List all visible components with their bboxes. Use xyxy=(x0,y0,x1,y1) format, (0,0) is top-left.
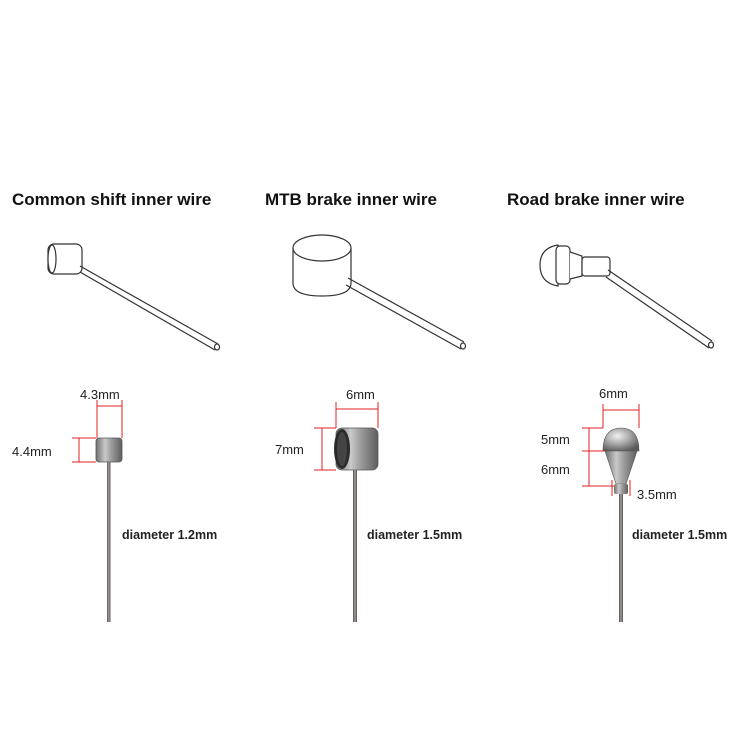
shift-dimension-lines xyxy=(72,400,123,463)
shift-wire-photo xyxy=(95,437,123,622)
road-wire-photo xyxy=(602,427,640,622)
title-shift-wire: Common shift inner wire xyxy=(12,190,212,209)
road-width-label: 6mm xyxy=(599,386,628,401)
road-diameter-label: diameter 1.5mm xyxy=(632,528,728,542)
mtb-height-label: 7mm xyxy=(275,442,304,457)
road-head-height-label: 5mm xyxy=(541,432,570,447)
mtb-diameter-label: diameter 1.5mm xyxy=(367,528,463,542)
road-neck-height-label: 6mm xyxy=(541,462,570,477)
road-wire-sketch xyxy=(539,244,715,349)
title-mtb-brake-wire: MTB brake inner wire xyxy=(265,190,437,209)
shift-height-label: 4.4mm xyxy=(12,444,52,459)
shift-width-label: 4.3mm xyxy=(80,387,120,402)
mtb-dimension-lines xyxy=(314,402,379,471)
shift-wire-sketch xyxy=(47,243,221,351)
title-road-brake-wire: Road brake inner wire xyxy=(507,190,685,209)
mtb-width-label: 6mm xyxy=(346,387,375,402)
road-dimension-lines xyxy=(582,404,640,496)
road-neck-width-label: 3.5mm xyxy=(637,487,677,502)
mtb-wire-sketch xyxy=(292,234,467,350)
shift-diameter-label: diameter 1.2mm xyxy=(122,528,218,542)
mtb-wire-photo xyxy=(334,427,379,622)
